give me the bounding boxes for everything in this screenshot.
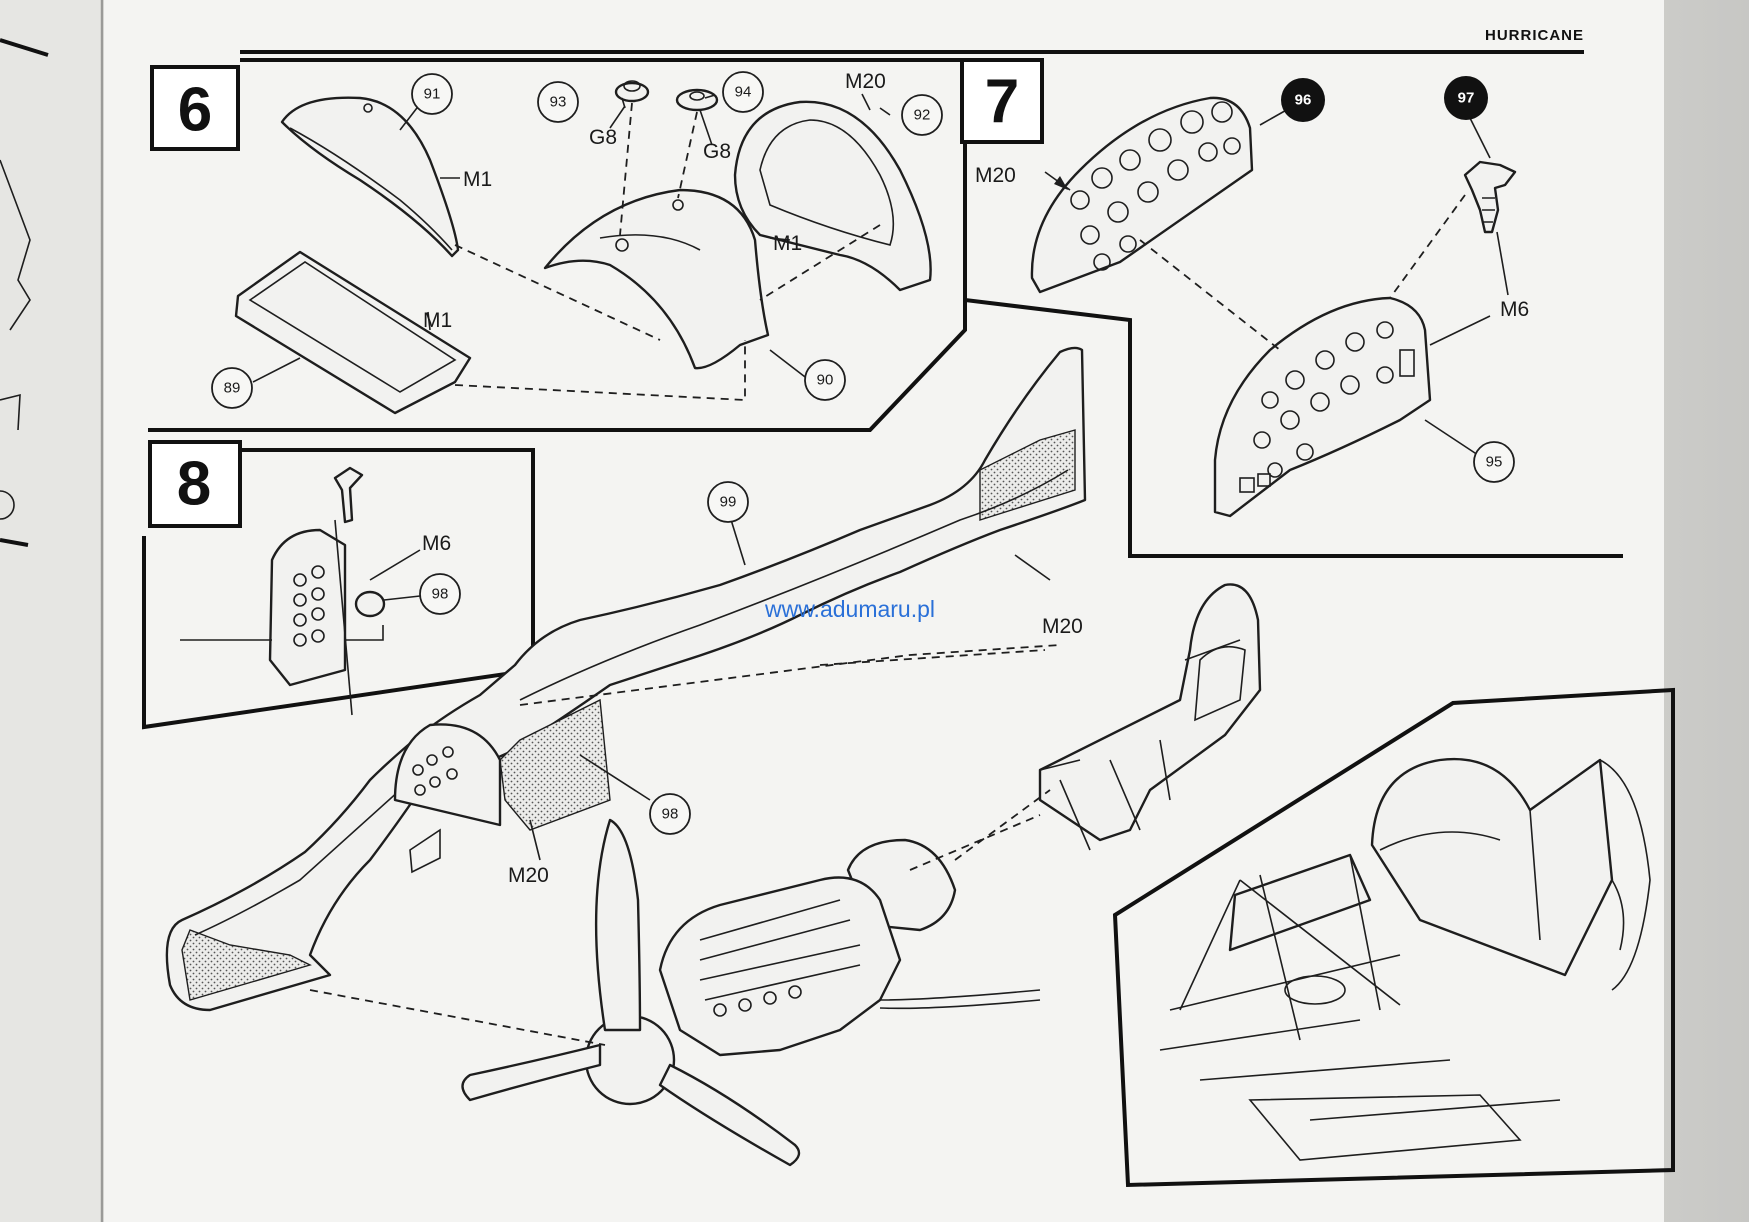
part-99 xyxy=(165,346,1087,1012)
callout-95: 95 xyxy=(1473,441,1515,483)
callout-99: 99 xyxy=(707,481,749,523)
callout-94: 94 xyxy=(722,71,764,113)
svg-text:97: 97 xyxy=(1458,90,1475,107)
callout-97: 97 xyxy=(1444,76,1488,120)
step-8-number: 8 xyxy=(177,450,211,519)
callout-90: 90 xyxy=(804,359,846,401)
label-g8: G8 xyxy=(589,126,617,149)
step-7-badge xyxy=(960,58,1044,144)
step-8-badge xyxy=(148,440,242,528)
svg-text:92: 92 xyxy=(914,107,931,124)
svg-text:95: 95 xyxy=(1486,454,1503,471)
svg-text:99: 99 xyxy=(720,494,737,511)
cockpit-detail-inset xyxy=(1112,687,1675,1188)
svg-text:90: 90 xyxy=(817,372,834,389)
callout-91: 91 xyxy=(411,73,453,115)
svg-text:96: 96 xyxy=(1295,92,1312,109)
propeller-blade xyxy=(461,1043,602,1102)
label-g8: G8 xyxy=(703,140,731,163)
step-8-panel: 8 M6 98 xyxy=(142,346,1262,1167)
part-97 xyxy=(1463,160,1517,234)
svg-text:93: 93 xyxy=(550,94,567,111)
label-m20: M20 xyxy=(845,70,886,93)
label-m1: M1 xyxy=(463,168,492,191)
page-header: HURRICANE xyxy=(240,27,1584,54)
callout-98-main: 98 xyxy=(649,793,691,835)
svg-text:98: 98 xyxy=(432,586,449,603)
svg-text:98: 98 xyxy=(662,806,679,823)
callout-92: 92 xyxy=(901,94,943,136)
part-89 xyxy=(234,250,472,415)
step-6-badge xyxy=(150,65,240,151)
label-m6: M6 xyxy=(1500,298,1529,321)
label-m20: M20 xyxy=(1042,615,1083,638)
seat-frame xyxy=(1038,583,1262,842)
callout-96: 96 xyxy=(1281,78,1325,122)
part-90 xyxy=(543,188,770,370)
step-7-panel: 7 M20 M6 xyxy=(960,58,1623,558)
label-m20: M20 xyxy=(975,164,1016,187)
part-93 xyxy=(614,81,650,103)
watermark: www.adumaru.pl xyxy=(764,596,935,622)
callout-98-inset: 98 xyxy=(419,573,461,615)
label-m1: M1 xyxy=(423,309,452,332)
svg-text:89: 89 xyxy=(224,380,241,397)
propeller-blade xyxy=(658,1063,801,1167)
step-6-panel: 6 xyxy=(148,58,967,432)
header-title: HURRICANE xyxy=(1485,27,1584,44)
label-m6: M6 xyxy=(422,532,451,555)
label-m1: M1 xyxy=(773,232,802,255)
callout-89: 89 xyxy=(211,367,253,409)
propeller-blade xyxy=(594,818,642,1032)
step-6-number: 6 xyxy=(178,76,212,145)
step-7-number: 7 xyxy=(985,68,1019,137)
label-m20: M20 xyxy=(508,864,549,887)
callout-93: 93 xyxy=(537,81,579,123)
svg-text:91: 91 xyxy=(424,86,441,103)
part-91 xyxy=(280,96,460,258)
part-95 xyxy=(1213,296,1432,518)
svg-text:94: 94 xyxy=(735,84,752,101)
